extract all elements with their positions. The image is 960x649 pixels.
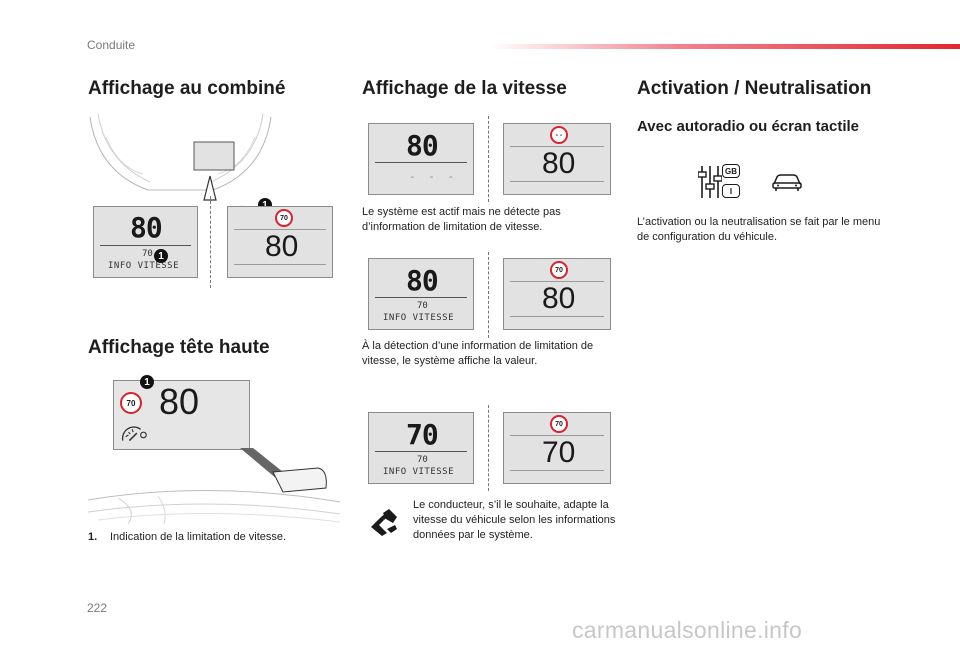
- paragraph-driver: Le conducteur, s’il le souhaite, adapte …: [413, 499, 616, 541]
- heading-activation: Activation / Neutralisation: [637, 78, 872, 99]
- info-vitesse-label: INFO VITESSE: [383, 467, 455, 477]
- speed-value: 80: [159, 381, 200, 422]
- limit-value: 70: [417, 301, 428, 311]
- language-badge: GB: [722, 164, 740, 178]
- screen-separator: [375, 297, 467, 298]
- settings-sliders-icon: GB I: [698, 164, 742, 200]
- screen-separator: [375, 162, 467, 163]
- divider-dashed: [488, 252, 489, 338]
- speed-limit-sign: - -: [550, 126, 568, 144]
- heading-affichage-vitesse: Affichage de la vitesse: [362, 78, 567, 99]
- cluster-screen-info: 80 70 INFO VITESSE 1: [93, 206, 198, 278]
- row3-left-screen: 70 70 INFO VITESSE: [368, 412, 474, 484]
- divider-dashed: [210, 196, 211, 288]
- row3-right-screen: 70 70: [503, 412, 611, 484]
- row2-left-screen: 80 70 INFO VITESSE: [368, 258, 474, 330]
- info-vitesse-label: INFO VITESSE: [108, 261, 180, 271]
- header-accent-rule: [490, 44, 960, 49]
- speed-value: 80: [406, 129, 439, 162]
- speed-value: 80: [542, 282, 576, 315]
- driver-hand-icon: [371, 509, 397, 536]
- watermark: carmanualsonline.info: [572, 617, 803, 643]
- page-number: 222: [87, 601, 108, 615]
- speed-limit-sign: 70: [550, 415, 568, 433]
- row1-left-screen: 80 - - -: [368, 123, 474, 195]
- screen-separator: [510, 316, 604, 317]
- caption-text: Indication de la limitation de vitesse.: [110, 531, 287, 543]
- limit-value: 70: [417, 455, 428, 465]
- instrument-cluster-illustration: [89, 113, 272, 201]
- callout-1: 1: [154, 249, 168, 263]
- divider-dashed: [488, 405, 489, 491]
- speed-limit-sign: 70: [275, 209, 293, 227]
- section-label: Conduite: [87, 38, 136, 52]
- limit-value: 70: [142, 249, 153, 259]
- speed-limiter-icon: [121, 426, 147, 442]
- heading-affichage-combine: Affichage au combiné: [88, 78, 286, 99]
- cluster-screen-speed: 70 80: [227, 206, 333, 278]
- paragraph-detection: À la détection d’une information de limi…: [362, 340, 594, 367]
- car-icon: [772, 174, 802, 191]
- info-badge: I: [722, 184, 740, 198]
- heading-affichage-tete-haute: Affichage tête haute: [88, 337, 270, 358]
- screen-separator: [510, 470, 604, 471]
- row2-right-screen: 70 80: [503, 258, 611, 330]
- row1-right-screen: - - 80: [503, 123, 611, 195]
- no-limit-dashes: - - -: [409, 170, 458, 183]
- screen-separator: [234, 229, 326, 230]
- screen-separator: [510, 146, 604, 147]
- screen-separator: [234, 264, 326, 265]
- screen-separator: [510, 281, 604, 282]
- screen-separator: [510, 435, 604, 436]
- speed-limit-sign: 70: [120, 392, 142, 414]
- speed-limit-sign: 70: [550, 261, 568, 279]
- hud-screen: 70 80 1: [113, 375, 250, 450]
- screen-separator: [375, 451, 467, 452]
- divider-dashed: [488, 116, 489, 202]
- speed-value: 80: [406, 264, 439, 297]
- info-vitesse-label: INFO VITESSE: [383, 313, 455, 323]
- subheading-autoradio: Avec autoradio ou écran tactile: [637, 118, 860, 135]
- dashboard-hud-illustration: [88, 448, 341, 525]
- paragraph-activation: L’activation ou la neutralisation se fai…: [637, 216, 881, 243]
- screen-separator: [100, 245, 191, 246]
- callout-1: 1: [140, 375, 154, 389]
- speed-value: 70: [542, 436, 576, 469]
- speed-value: 80: [130, 211, 163, 244]
- speed-value: 80: [542, 147, 576, 180]
- speed-value: 70: [406, 418, 439, 451]
- caption-number: 1.: [88, 531, 98, 543]
- speed-value: 80: [265, 230, 299, 263]
- screen-separator: [510, 181, 604, 182]
- paragraph-inactive: Le système est actif mais ne détecte pas…: [362, 206, 561, 233]
